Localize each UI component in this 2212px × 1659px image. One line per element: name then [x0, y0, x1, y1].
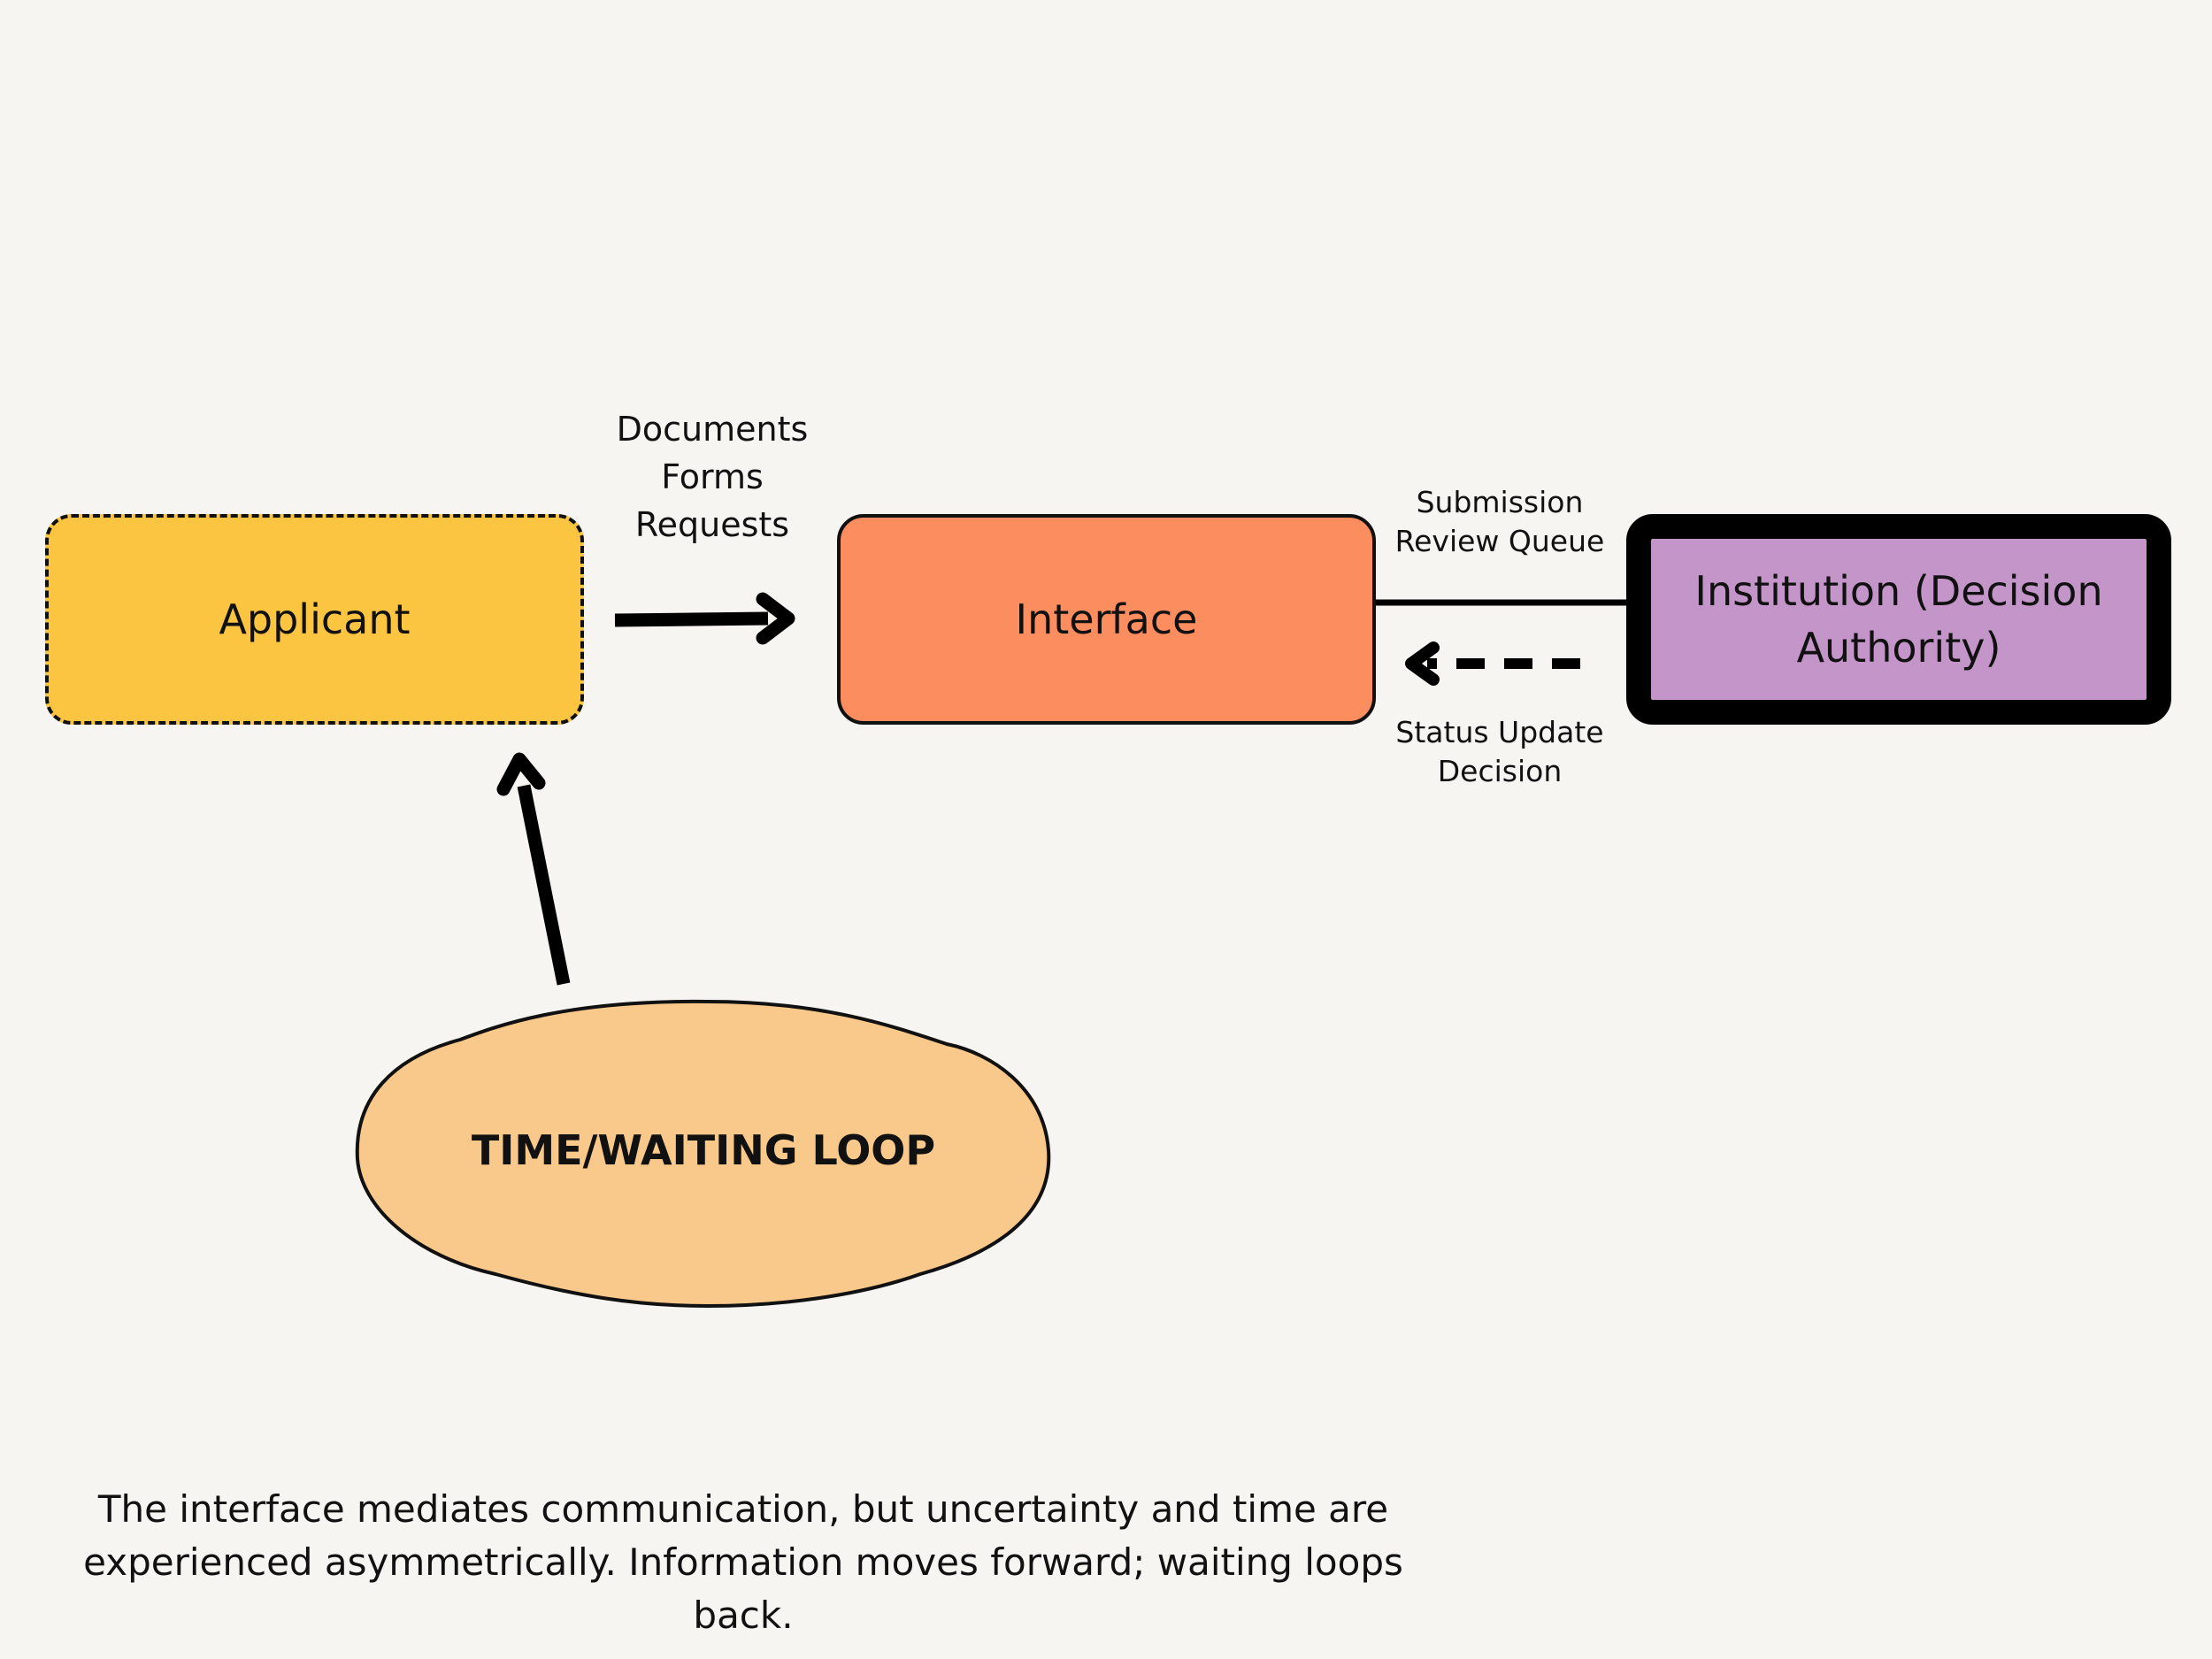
edge-label-forms: Forms — [661, 457, 764, 496]
applicant-label: Applicant — [219, 595, 411, 643]
time-loop-label: TIME/WAITING LOOP — [471, 1126, 936, 1174]
arrow-time-loop-to-applicant — [496, 752, 571, 986]
institution-label: Institution (Decision Authority) — [1694, 567, 2103, 672]
arrow-applicant-to-interface — [614, 592, 795, 645]
edge-label-submission: Submission — [1416, 485, 1584, 519]
diagram-caption: The interface mediates communication, bu… — [35, 1483, 1451, 1642]
applicant-node: Applicant — [45, 514, 584, 725]
edge-label-documents: Documents — [616, 410, 809, 449]
edge-label-decision: Decision — [1437, 754, 1563, 788]
edge-label-applicant-to-interface: Documents Forms Requests — [566, 405, 858, 549]
arrow-institution-to-interface — [1405, 641, 1580, 686]
caption-line-1: The interface mediates communication, bu… — [97, 1487, 1389, 1531]
edge-label-requests: Requests — [634, 505, 790, 544]
time-loop-ellipse — [355, 999, 1051, 1309]
edge-label-status-update: Status Update — [1395, 715, 1604, 749]
interface-label: Interface — [1015, 595, 1198, 643]
edge-label-review-queue: Review Queue — [1394, 524, 1605, 558]
caption-line-2: experienced asymmetrically. Information … — [83, 1540, 1403, 1637]
edge-label-interface-to-institution: Submission Review Queue — [1363, 483, 1637, 561]
institution-node: Institution (Decision Authority) — [1626, 514, 2171, 725]
edge-label-institution-to-interface: Status Update Decision — [1363, 713, 1637, 791]
interface-node: Interface — [837, 514, 1376, 725]
